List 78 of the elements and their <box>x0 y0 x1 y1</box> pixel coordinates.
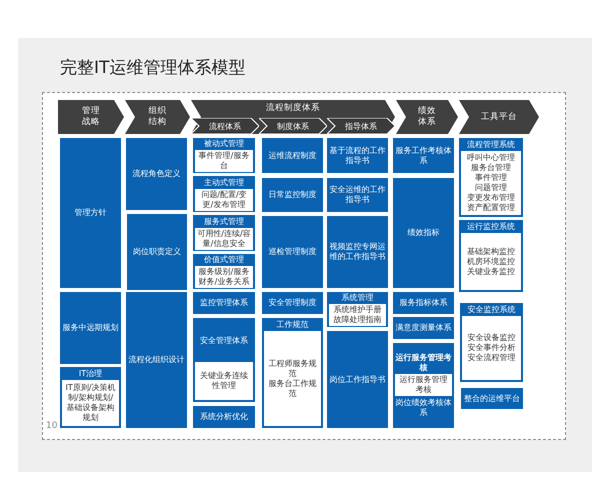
box-heading: 价值式管理 <box>203 255 245 265</box>
category-box: 管理方针 <box>60 138 121 288</box>
panel-text: 机房环境监控 <box>467 256 515 266</box>
panel-text: 关键业务连续性管理 <box>199 371 249 391</box>
category-box: 监控管理体系 <box>193 292 255 314</box>
stage-header: 绩效体系 <box>396 100 458 134</box>
category-box: 服务指标体系 <box>393 292 454 314</box>
sub-header: 制度体系 <box>259 118 327 134</box>
panel-text: 服务级别/服务财务/业务关系 <box>198 267 250 287</box>
category-box: 巡检管理制度 <box>262 216 323 288</box>
panel-text: 事件管理 <box>475 173 507 183</box>
panel-text: 服务台管理 <box>471 163 511 173</box>
system-box <box>460 303 523 382</box>
box-footer: 岗位绩效考核体系 <box>395 398 452 418</box>
box-heading: 主动式管理 <box>203 178 245 188</box>
box-heading: 运行服务管理考核 <box>395 353 452 373</box>
system-box <box>193 138 255 173</box>
panel-text: IT原则/决策机制/架构规划/基础设备架构规划 <box>64 383 116 423</box>
category-box: 安全管理制度 <box>262 292 323 314</box>
system-box <box>193 215 255 251</box>
box-heading: 运行监控系统 <box>466 222 516 232</box>
category-box: 系统分析优化 <box>193 406 255 428</box>
category-box: 视频监控专网运维的工作指导书 <box>327 216 388 288</box>
category-box: 服务工作考核体系 <box>393 138 454 173</box>
category-box: 满意度测量体系 <box>393 317 454 339</box>
category-box: 日常监控制度 <box>262 178 323 212</box>
box-heading: 系统管理 <box>340 293 374 303</box>
panel-text: 基础架构监控 <box>467 246 515 256</box>
sub-header: 指导体系 <box>327 118 395 134</box>
panel-text: 问题/配置/变更/发布管理 <box>200 190 248 210</box>
system-box <box>60 367 121 428</box>
stage-header: 工具平台 <box>459 100 539 134</box>
category-box: 服务中远期规划 <box>60 292 121 364</box>
system-box <box>459 220 523 292</box>
category-box: 岗位职责定义 <box>127 214 187 290</box>
system-box <box>193 176 255 212</box>
panel-text: 安全事件分析 <box>468 343 516 353</box>
panel-text: 运行服务管理考核 <box>398 375 448 395</box>
page-number: 10 <box>46 421 58 431</box>
panel-text: 可用性/连续/容量/信息安全 <box>197 228 251 248</box>
system-box <box>393 343 454 428</box>
category-box: 安全运维的工作指导书 <box>327 178 388 212</box>
panel-text: 安全设备监控 <box>468 333 516 343</box>
panel-text: 故障处理指南 <box>334 315 382 325</box>
category-box: 流程角色定义 <box>126 138 187 210</box>
system-box <box>327 292 388 327</box>
category-box: 基于流程的工作指导书 <box>327 138 388 173</box>
panel-text: 工程师服务规范 <box>268 358 318 378</box>
system-box <box>193 318 255 402</box>
panel-text: 安全流程管理 <box>468 353 516 363</box>
box-heading: 安全监控系统 <box>466 305 516 315</box>
slide-title: 完整IT运维管理体系模型 <box>60 57 246 79</box>
stage-header: 组织结构 <box>125 100 190 134</box>
box-heading: 被动式管理 <box>203 139 245 149</box>
panel-text: 服务台工作规范 <box>268 378 318 398</box>
panel-text: 资产配置管理 <box>467 203 515 213</box>
panel-text: 事件管理/服务台 <box>198 151 250 171</box>
box-heading: IT治理 <box>78 369 104 379</box>
panel-text: 呼叫中心管理 <box>467 153 515 163</box>
system-box <box>262 318 323 428</box>
panel-text: 系统维护手册 <box>334 305 382 315</box>
sub-header: 流程体系 <box>191 118 259 134</box>
panel-text: 问题管理 <box>475 183 507 193</box>
category-box: 流程化组织设计 <box>126 292 187 428</box>
category-box: 绩效指标 <box>393 178 454 288</box>
category-box: 整合的运维平台 <box>461 388 523 409</box>
system-box <box>193 254 255 289</box>
system-box <box>459 138 523 217</box>
box-heading: 工作规范 <box>276 320 310 330</box>
box-heading: 流程管理系统 <box>466 140 516 150</box>
stage-header: 管理战略 <box>58 100 124 134</box>
panel-text: 关键业务监控 <box>467 266 515 276</box>
category-box: 岗位工作指导书 <box>327 331 388 428</box>
box-heading: 安全管理体系 <box>199 334 249 346</box>
category-box: 运维流程制度 <box>262 138 323 173</box>
panel-text: 变更发布管理 <box>467 193 515 203</box>
box-heading: 服务式管理 <box>203 216 245 226</box>
header-label: 流程制度体系 <box>265 103 321 114</box>
